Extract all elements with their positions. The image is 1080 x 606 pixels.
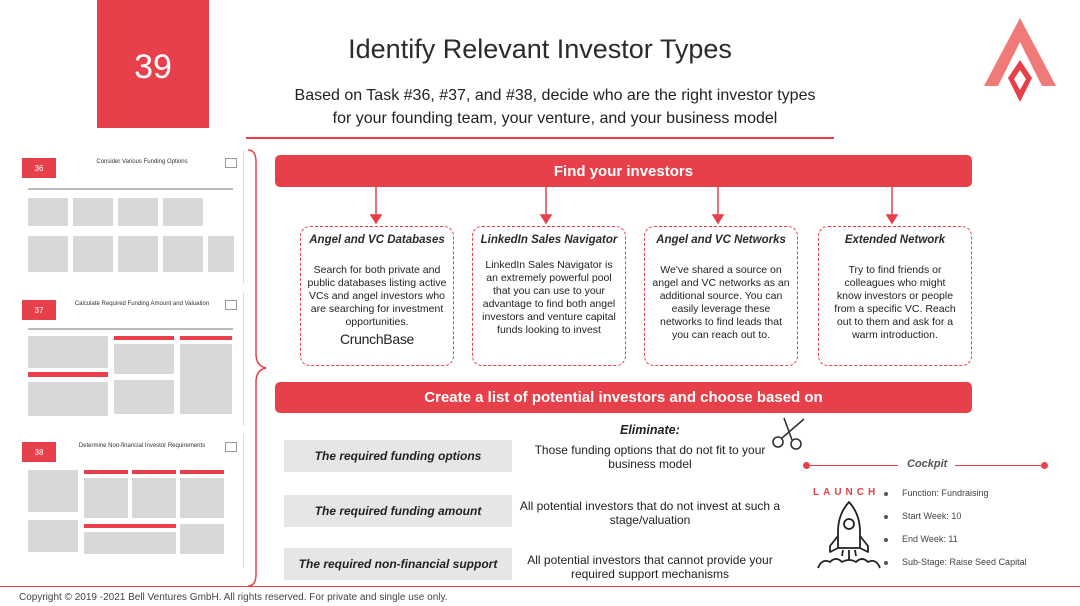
create-list-banner: Create a list of potential investors and…: [275, 382, 972, 413]
launch-label: LAUNCH: [813, 487, 880, 498]
thumbnail-title: Determine Non-financial Investor Require…: [78, 443, 206, 449]
cockpit-dot-right: [1041, 462, 1048, 469]
thumbnail-task-37[interactable]: 37 Calculate Required Funding Amount and…: [18, 292, 244, 426]
card-angel-vc-networks: Angel and VC Networks We've shared a sou…: [644, 226, 798, 366]
thumbnail-icon: [225, 300, 237, 310]
criteria-non-financial-support: The required non-financial support: [284, 548, 512, 580]
copyright-footer: Copyright © 2019 -2021 Bell Ventures Gmb…: [19, 592, 448, 603]
find-investors-banner: Find your investors: [275, 155, 972, 187]
card-title: LinkedIn Sales Navigator: [480, 234, 618, 246]
card-body: Search for both private and public datab…: [307, 264, 447, 328]
cockpit-item-text: End Week: 11: [902, 534, 958, 544]
card-linkedin-sales-navigator: LinkedIn Sales Navigator LinkedIn Sales …: [472, 226, 626, 366]
banner-arrows: [369, 187, 899, 225]
card-title: Angel and VC Networks: [656, 234, 786, 246]
thumbnail-number: 37: [22, 300, 56, 320]
criteria-desc: Those funding options that do not fit to…: [534, 443, 766, 471]
eliminate-label: Eliminate:: [620, 423, 680, 437]
thumbnail-number: 36: [22, 158, 56, 178]
thumbnail-task-36[interactable]: 36 Consider Various Funding Options: [18, 150, 244, 284]
criteria-funding-options: The required funding options: [284, 440, 512, 472]
subtitle-line-1: Based on Task #36, #37, and #38, decide …: [294, 87, 816, 104]
cockpit-item-end-week: End Week: 11: [884, 534, 958, 544]
card-title: Extended Network: [844, 234, 946, 246]
cockpit-item-start-week: Start Week: 10: [884, 511, 961, 521]
cockpit-dot-left: [803, 462, 810, 469]
cockpit-item-text: Sub-Stage: Raise Seed Capital: [902, 557, 1027, 567]
cockpit-line-left: [808, 465, 898, 466]
card-extended-network: Extended Network Try to find friends or …: [818, 226, 972, 366]
card-angel-vc-databases: Angel and VC Databases Search for both p…: [300, 226, 454, 366]
card-body: We've shared a source on angel and VC ne…: [652, 264, 790, 341]
cockpit-title: Cockpit: [907, 458, 948, 470]
cockpit-item-sub-stage: Sub-Stage: Raise Seed Capital: [884, 557, 1027, 567]
cockpit-item-function: Function: Fundraising: [884, 488, 989, 498]
thumbnail-title: Calculate Required Funding Amount and Va…: [74, 301, 210, 307]
cockpit-item-text: Start Week: 10: [902, 511, 962, 521]
criteria-funding-amount: The required funding amount: [284, 495, 512, 527]
criteria-desc: All potential investors that cannot prov…: [527, 553, 773, 581]
cockpit-line-right: [955, 465, 1043, 466]
thumbnail-title: Consider Various Funding Options: [96, 159, 188, 165]
subtitle-line-2: for your founding team, your venture, an…: [332, 110, 778, 127]
footer-divider: [0, 586, 1080, 587]
card-body: Try to find friends or colleagues who mi…: [834, 264, 956, 341]
thumbnail-icon: [225, 158, 237, 168]
card-title: Angel and VC Databases: [309, 234, 445, 246]
crunchbase-logo: CrunchBase: [339, 331, 415, 347]
scissors-icon: [772, 417, 805, 450]
slide-number: 39: [97, 0, 209, 128]
thumbnail-task-38[interactable]: 38 Determine Non-financial Investor Requ…: [18, 434, 244, 568]
page-title: Identify Relevant Investor Types: [348, 34, 732, 64]
rocket-icon: [817, 501, 881, 569]
logo-icon: [984, 18, 1056, 102]
card-body: LinkedIn Sales Navigator is an extremely…: [482, 259, 616, 336]
cockpit-item-text: Function: Fundraising: [902, 488, 989, 498]
brace-connector: [247, 149, 267, 587]
thumbnail-icon: [225, 442, 237, 452]
subtitle-divider: [246, 137, 834, 139]
page-subtitle: Based on Task #36, #37, and #38, decide …: [255, 84, 855, 130]
criteria-desc: All potential investors that do not inve…: [519, 499, 781, 527]
thumbnail-number: 38: [22, 442, 56, 462]
